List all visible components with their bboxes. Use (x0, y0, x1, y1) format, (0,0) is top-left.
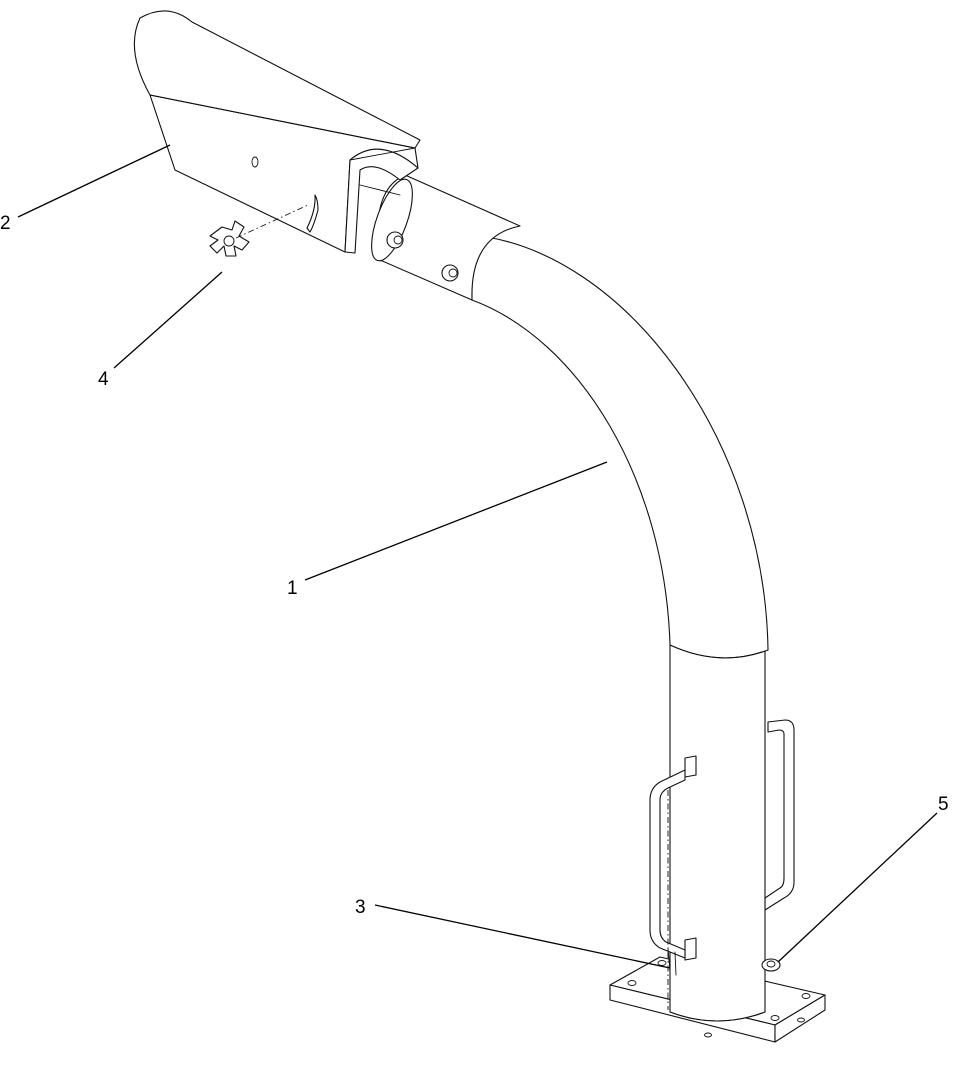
star-knob (209, 204, 309, 257)
grommet (761, 958, 781, 972)
front-handle (649, 755, 697, 1010)
back-handle (764, 719, 795, 911)
post-lower (669, 644, 766, 1022)
post-curved (464, 234, 769, 659)
coupling-sleeve (371, 174, 521, 301)
callout-2: 2 (0, 213, 11, 234)
leader-line-2 (17, 144, 171, 218)
leader-line-4 (113, 271, 223, 369)
callout-4: 4 (98, 369, 109, 390)
callout-3: 3 (355, 897, 366, 918)
leader-line-3 (374, 904, 671, 969)
leader-line-5 (777, 812, 938, 963)
leader-line-1 (304, 461, 608, 581)
callout-1: 1 (287, 578, 298, 599)
sleeve-bolt-2 (441, 264, 459, 282)
callout-5: 5 (938, 794, 949, 815)
sleeve-bolt-1 (386, 231, 404, 249)
hood-cover (133, 10, 421, 254)
